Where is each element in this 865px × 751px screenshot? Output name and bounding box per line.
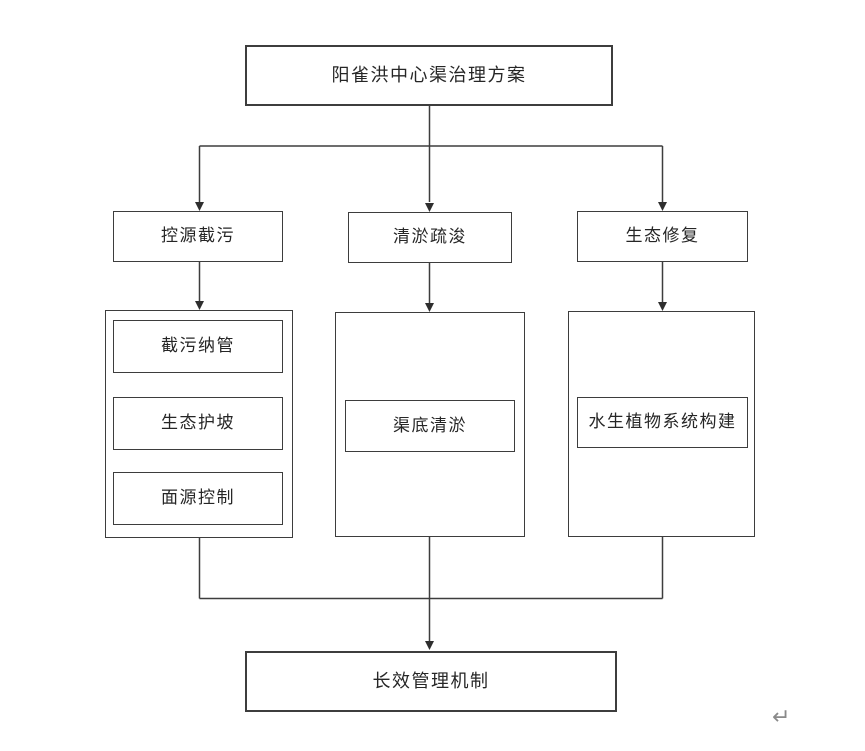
node-leaf-channel-dredge: 渠底清淤 [345, 400, 515, 452]
node-footer: 长效管理机制 [245, 651, 617, 712]
arrowhead-group-left [195, 301, 204, 310]
node-leaf-nonpoint-control: 面源控制 [113, 472, 283, 525]
node-leaf-intercept-pipes: 截污纳管 [113, 320, 283, 373]
arrowhead-group-center [425, 303, 434, 312]
arrowhead-branch-center [425, 203, 434, 212]
node-branch-source-control: 控源截污 [113, 211, 283, 262]
node-leaf-aquatic-plants: 水生植物系统构建 [577, 397, 748, 448]
node-branch-eco-restoration: 生态修复 [577, 211, 748, 262]
arrowhead-group-right [658, 302, 667, 311]
arrowhead-branch-right [658, 202, 667, 211]
node-branch-dredging: 清淤疏浚 [348, 212, 512, 263]
node-root: 阳雀洪中心渠治理方案 [245, 45, 613, 106]
node-leaf-eco-slope: 生态护坡 [113, 397, 283, 450]
paragraph-return-icon: ↵ [772, 704, 791, 729]
arrowhead-footer [425, 641, 434, 650]
arrowhead-branch-left [195, 202, 204, 211]
